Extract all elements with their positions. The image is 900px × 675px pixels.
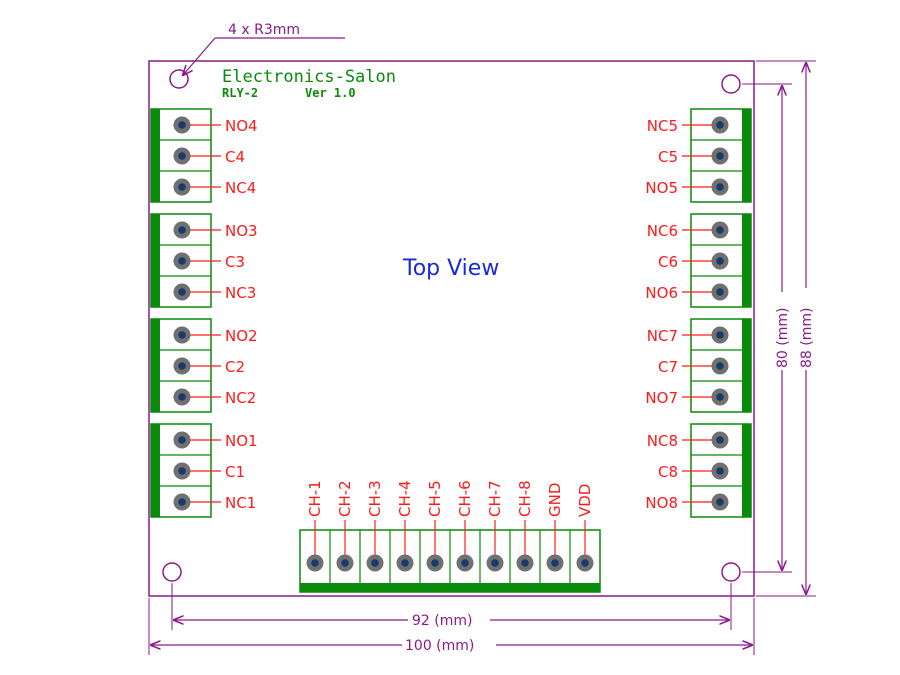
mount-hole-bottom-right	[721, 562, 741, 582]
terminal-pin-center	[178, 257, 186, 265]
pin-label: C3	[225, 253, 245, 271]
pin-label: C8	[658, 463, 678, 481]
pin-label: NO2	[225, 327, 258, 345]
dim-inner-height: 80 (mm)	[775, 308, 791, 368]
pin-label: CH-1	[306, 480, 324, 517]
terminal-block-bottom: CH-1 CH-2 CH-3 CH-4 CH-5 CH-6 CH-7 CH-8 GND VDD	[299, 480, 601, 593]
note-leader	[183, 37, 216, 75]
board-outline	[148, 60, 755, 597]
brand-name: Electronics-Salon	[222, 67, 396, 87]
pin-label: NO4	[225, 117, 258, 135]
pin-label: NC5	[647, 117, 678, 135]
terminal-pin-center	[716, 393, 724, 401]
pin-label: NO5	[645, 179, 678, 197]
terminal-pin-center	[716, 226, 724, 234]
terminal-pin-center	[178, 498, 186, 506]
terminal-pin-center	[178, 393, 186, 401]
terminal-pin-center	[178, 362, 186, 370]
dim-outer-height: 88 (mm)	[799, 308, 815, 368]
terminal-pin-center	[551, 559, 559, 567]
pin-label: CH-4	[396, 480, 414, 517]
brand-model: RLY-2	[222, 86, 258, 100]
brand-version: Ver 1.0	[305, 86, 356, 100]
terminal-pin-center	[716, 436, 724, 444]
pin-label: NC2	[225, 389, 256, 407]
pin-label: NC6	[647, 222, 678, 240]
pin-label: C5	[658, 148, 678, 166]
terminal-pin-center	[178, 288, 186, 296]
terminal-pin-center	[178, 226, 186, 234]
pin-label: CH-2	[336, 480, 354, 517]
terminal-pin-center	[401, 559, 409, 567]
terminal-pin-center	[716, 362, 724, 370]
mount-hole-top-left	[169, 69, 189, 89]
mount-hole-top-right	[721, 74, 741, 94]
pin-label: C7	[658, 358, 678, 376]
terminal-pin-center	[491, 559, 499, 567]
pin-label: CH-5	[426, 480, 444, 517]
terminal-pin-center	[716, 288, 724, 296]
terminal-pin-center	[716, 331, 724, 339]
dim-outer-width: 100 (mm)	[405, 638, 474, 654]
pin-label: CH-3	[366, 480, 384, 517]
terminal-pin-center	[716, 121, 724, 129]
pin-label: NC4	[225, 179, 256, 197]
terminal-pin-center	[311, 559, 319, 567]
terminal-pin-center	[431, 559, 439, 567]
pin-label: NO3	[225, 222, 258, 240]
terminal-pin-center	[716, 152, 724, 160]
pin-label: CH-8	[516, 480, 534, 517]
pin-label: C4	[225, 148, 245, 166]
pin-label: NC7	[647, 327, 678, 345]
terminal-pin-center	[521, 559, 529, 567]
terminal-pin-center	[581, 559, 589, 567]
terminal-pin-center	[371, 559, 379, 567]
hole-note: 4 x R3mm	[228, 22, 300, 38]
terminal-pin-center	[461, 559, 469, 567]
terminal-pin-center	[716, 183, 724, 191]
pin-label: NC1	[225, 494, 256, 512]
pin-label: C6	[658, 253, 678, 271]
terminal-pin-center	[178, 183, 186, 191]
pin-label: NO6	[645, 284, 678, 302]
dim-inner-width: 92 (mm)	[412, 613, 472, 629]
pin-label: VDD	[576, 484, 594, 517]
terminal-pin-center	[716, 257, 724, 265]
pin-label: NC3	[225, 284, 256, 302]
terminal-pin-center	[178, 436, 186, 444]
pin-label: NO7	[645, 389, 678, 407]
pin-label: CH-6	[456, 480, 474, 517]
pin-label: NC8	[647, 432, 678, 450]
terminal-pin-center	[716, 467, 724, 475]
top-view-label: Top View	[402, 256, 499, 281]
pin-label: NO8	[645, 494, 678, 512]
pin-label: NO1	[225, 432, 258, 450]
mount-hole-bottom-left	[162, 562, 182, 582]
pin-label: CH-7	[486, 480, 504, 517]
terminal-pin-center	[341, 559, 349, 567]
pin-label: C2	[225, 358, 245, 376]
pin-label: C1	[225, 463, 245, 481]
pin-label: GND	[546, 483, 564, 517]
terminal-pin-center	[716, 498, 724, 506]
terminal-pin-center	[178, 467, 186, 475]
terminal-pin-center	[178, 121, 186, 129]
terminal-pin-center	[178, 331, 186, 339]
terminal-pin-center	[178, 152, 186, 160]
